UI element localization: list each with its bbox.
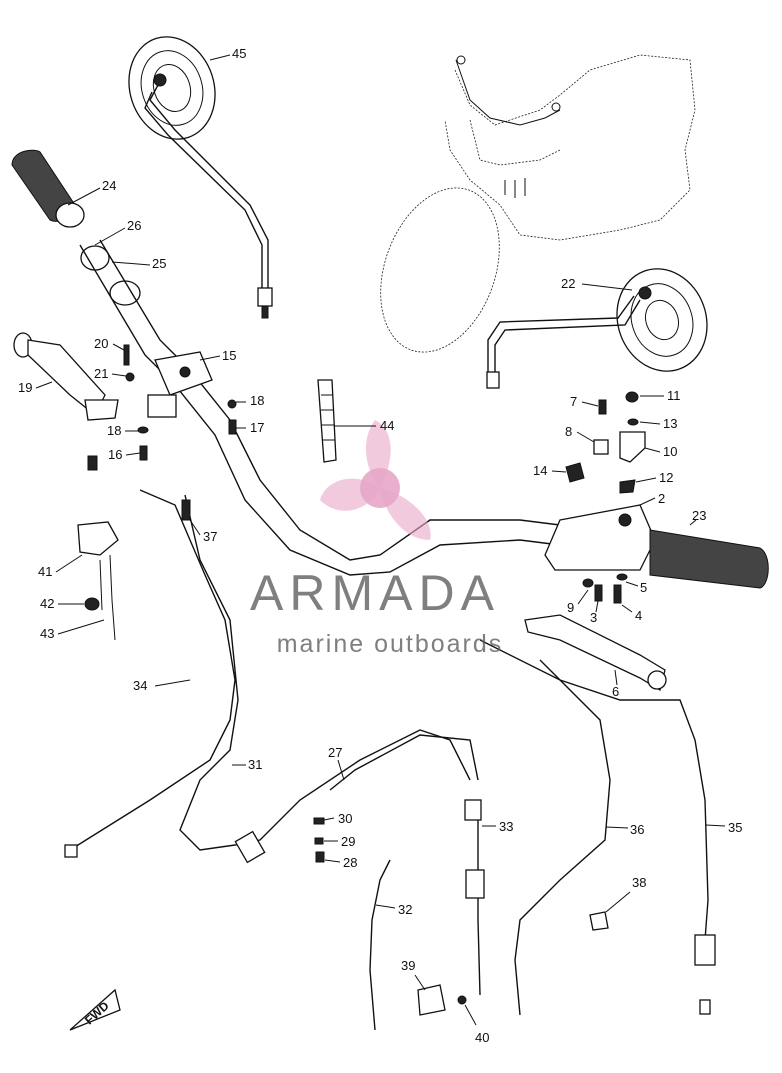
callout-43: 43 <box>40 626 54 641</box>
callout-23: 23 <box>692 508 706 523</box>
callout-13: 13 <box>663 416 677 431</box>
callout-24: 24 <box>102 178 116 193</box>
callout-18-right: 18 <box>250 393 264 408</box>
callout-30: 30 <box>338 811 352 826</box>
fwd-arrow-badge: FWD <box>69 988 121 1031</box>
right-mirror <box>486 268 708 389</box>
callout-17: 17 <box>250 420 264 435</box>
callout-29: 29 <box>341 834 355 849</box>
cable-tie <box>317 379 337 463</box>
watermark-tagline: marine outboards <box>277 630 504 658</box>
callout-14: 14 <box>533 463 547 478</box>
callout-8: 8 <box>565 424 572 439</box>
callout-12: 12 <box>659 470 673 485</box>
callout-26: 26 <box>127 218 141 233</box>
callout-44: 44 <box>380 418 394 433</box>
left-control-unit <box>77 521 119 641</box>
callout-33: 33 <box>499 819 513 834</box>
callout-37: 37 <box>203 529 217 544</box>
cables <box>64 489 716 1031</box>
callout-42: 42 <box>40 596 54 611</box>
motorcycle-outline <box>380 54 696 353</box>
callout-15: 15 <box>222 348 236 363</box>
callout-35: 35 <box>728 820 742 835</box>
callout-3: 3 <box>590 610 597 625</box>
callout-40: 40 <box>475 1030 489 1045</box>
callout-28: 28 <box>343 855 357 870</box>
callout-39: 39 <box>401 958 415 973</box>
watermark-brand: ARMADA <box>250 565 500 621</box>
left-switch-housing <box>123 344 213 418</box>
left-grip <box>11 149 141 306</box>
callout-38: 38 <box>632 875 646 890</box>
callout-11: 11 <box>667 388 681 403</box>
callout-18-left: 18 <box>107 423 121 438</box>
callout-36: 36 <box>630 822 644 837</box>
callout-4: 4 <box>635 608 642 623</box>
small-parts <box>181 499 609 1016</box>
armada-logo: ARMADA marine outboards <box>250 420 504 658</box>
callout-20: 20 <box>94 336 108 351</box>
callout-2: 2 <box>658 491 665 506</box>
right-switch-housing <box>544 391 656 571</box>
callout-31: 31 <box>248 757 262 772</box>
right-grip <box>649 529 769 589</box>
brake-lever <box>524 573 667 692</box>
callout-9: 9 <box>567 600 574 615</box>
callout-7: 7 <box>570 394 577 409</box>
callouts: 45 24 26 25 20 21 15 19 18 18 17 16 44 2… <box>18 46 742 1045</box>
callout-19: 19 <box>18 380 32 395</box>
callout-21: 21 <box>94 366 108 381</box>
callout-16: 16 <box>108 447 122 462</box>
callout-25: 25 <box>152 256 166 271</box>
callout-34: 34 <box>133 678 147 693</box>
callout-41: 41 <box>38 564 52 579</box>
callout-32: 32 <box>398 902 412 917</box>
callout-27: 27 <box>328 745 342 760</box>
callout-10: 10 <box>663 444 677 459</box>
callout-45: 45 <box>232 46 246 61</box>
clutch-lever <box>13 332 119 421</box>
callout-6: 6 <box>612 684 619 699</box>
callout-22: 22 <box>561 276 575 291</box>
left-hardware <box>87 399 237 471</box>
callout-5: 5 <box>640 580 647 595</box>
left-mirror <box>128 36 273 319</box>
